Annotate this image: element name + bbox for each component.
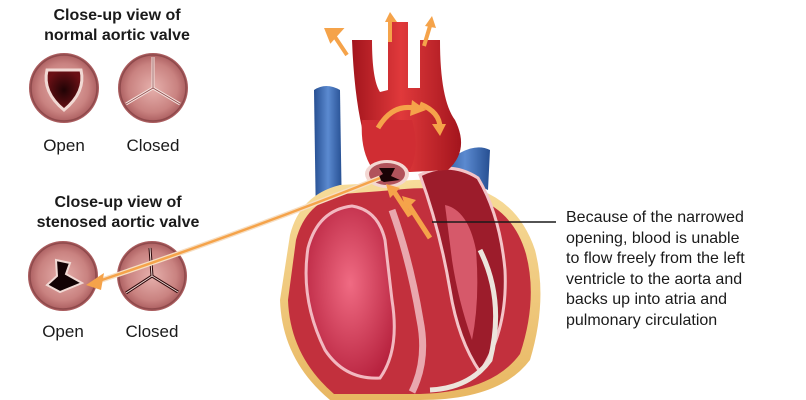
stenosed-open-label: Open (33, 322, 93, 342)
normal-valve-open-image (29, 53, 99, 123)
callout-line-5: backs up into atria and (566, 290, 802, 311)
callout-line-4: ventricle to the aorta and (566, 270, 802, 291)
stenosed-closed-label: Closed (117, 322, 187, 342)
normal-closed-label: Closed (118, 136, 188, 156)
stenosis-explanation: Because of the narrowed opening, blood i… (566, 208, 802, 331)
stenosed-valve-open-image (28, 241, 98, 311)
outflow-arrows (327, 12, 436, 55)
normal-valve-closed-image (118, 53, 188, 123)
normal-open-label: Open (34, 136, 94, 156)
callout-line-2: opening, blood is unable (566, 229, 802, 250)
stenosed-valve-closed-image (117, 241, 187, 311)
callout-line-1: Because of the narrowed (566, 208, 802, 229)
callout-line-6: pulmonary circulation (566, 311, 802, 332)
callout-line-3: to flow freely from the left (566, 249, 802, 270)
